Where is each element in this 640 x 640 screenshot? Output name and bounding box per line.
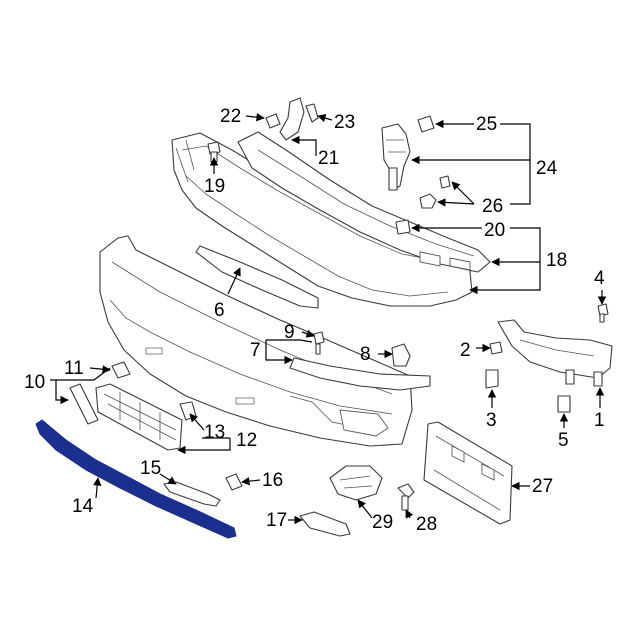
callout-5: 5 [558,430,569,451]
part-26-nut [419,175,451,209]
callout-6: 6 [214,300,225,321]
part-24-side-bracket [381,123,411,191]
part-11-bracket [111,361,131,379]
part-10-cover [69,383,99,425]
callout-11: 11 [64,358,84,379]
callout-13: 13 [204,422,225,443]
part-9-push-pin [313,331,325,355]
part-29-tow-hook-cover [329,465,383,501]
part-17-bracket [299,511,351,537]
part-5-cap [557,395,571,413]
part-20-clip [395,219,411,235]
callout-16: 16 [262,470,283,491]
part-28-bolt [397,483,415,511]
callout-12: 12 [236,430,257,451]
callout-4: 4 [594,268,605,289]
callout-18: 18 [546,250,567,271]
leader-lines [50,112,607,525]
callout-23: 23 [334,112,355,133]
callout-9: 9 [284,322,295,343]
part-19-bolt [207,141,221,163]
callout-8: 8 [360,344,371,365]
callout-7: 7 [250,340,261,361]
part-25-clip [417,115,435,133]
callout-29: 29 [372,512,393,533]
callout-labels: 22 23 21 25 24 26 19 20 18 6 9 7 8 2 4 1… [24,106,605,535]
callout-14: 14 [72,496,94,517]
callout-2: 2 [460,340,471,361]
callout-19: 19 [204,176,225,197]
part-16-clip [225,473,243,491]
part-3-clip [485,369,499,389]
bumper-cover [99,235,413,447]
callout-21: 21 [318,148,339,169]
callout-26: 26 [482,196,503,217]
callout-25: 25 [476,114,497,135]
part-15-bracket [163,481,221,507]
callout-22: 22 [220,106,241,127]
callout-24: 24 [536,158,558,179]
callout-10: 10 [24,372,45,393]
callout-27: 27 [532,476,553,497]
callout-15: 15 [140,458,161,479]
part-6-reinforcement-bar [195,245,319,309]
part-4-screw [597,303,609,323]
part-21-upper-bracket [237,131,491,273]
part-2-screw [489,341,503,355]
callout-28: 28 [416,514,437,535]
part-7-lower-trim [289,357,431,391]
part-12-lower-grille [95,383,183,451]
callout-20: 20 [484,220,505,241]
part-14-air-deflector [35,419,237,539]
part-8-clip [391,343,411,367]
part-27-license-plate-bracket [423,421,513,525]
part-1-fog-lamp-bracket [497,319,613,387]
callout-3: 3 [486,410,497,431]
part-22-23-brackets [265,97,319,141]
callout-17: 17 [266,510,287,531]
callout-1: 1 [594,410,605,431]
